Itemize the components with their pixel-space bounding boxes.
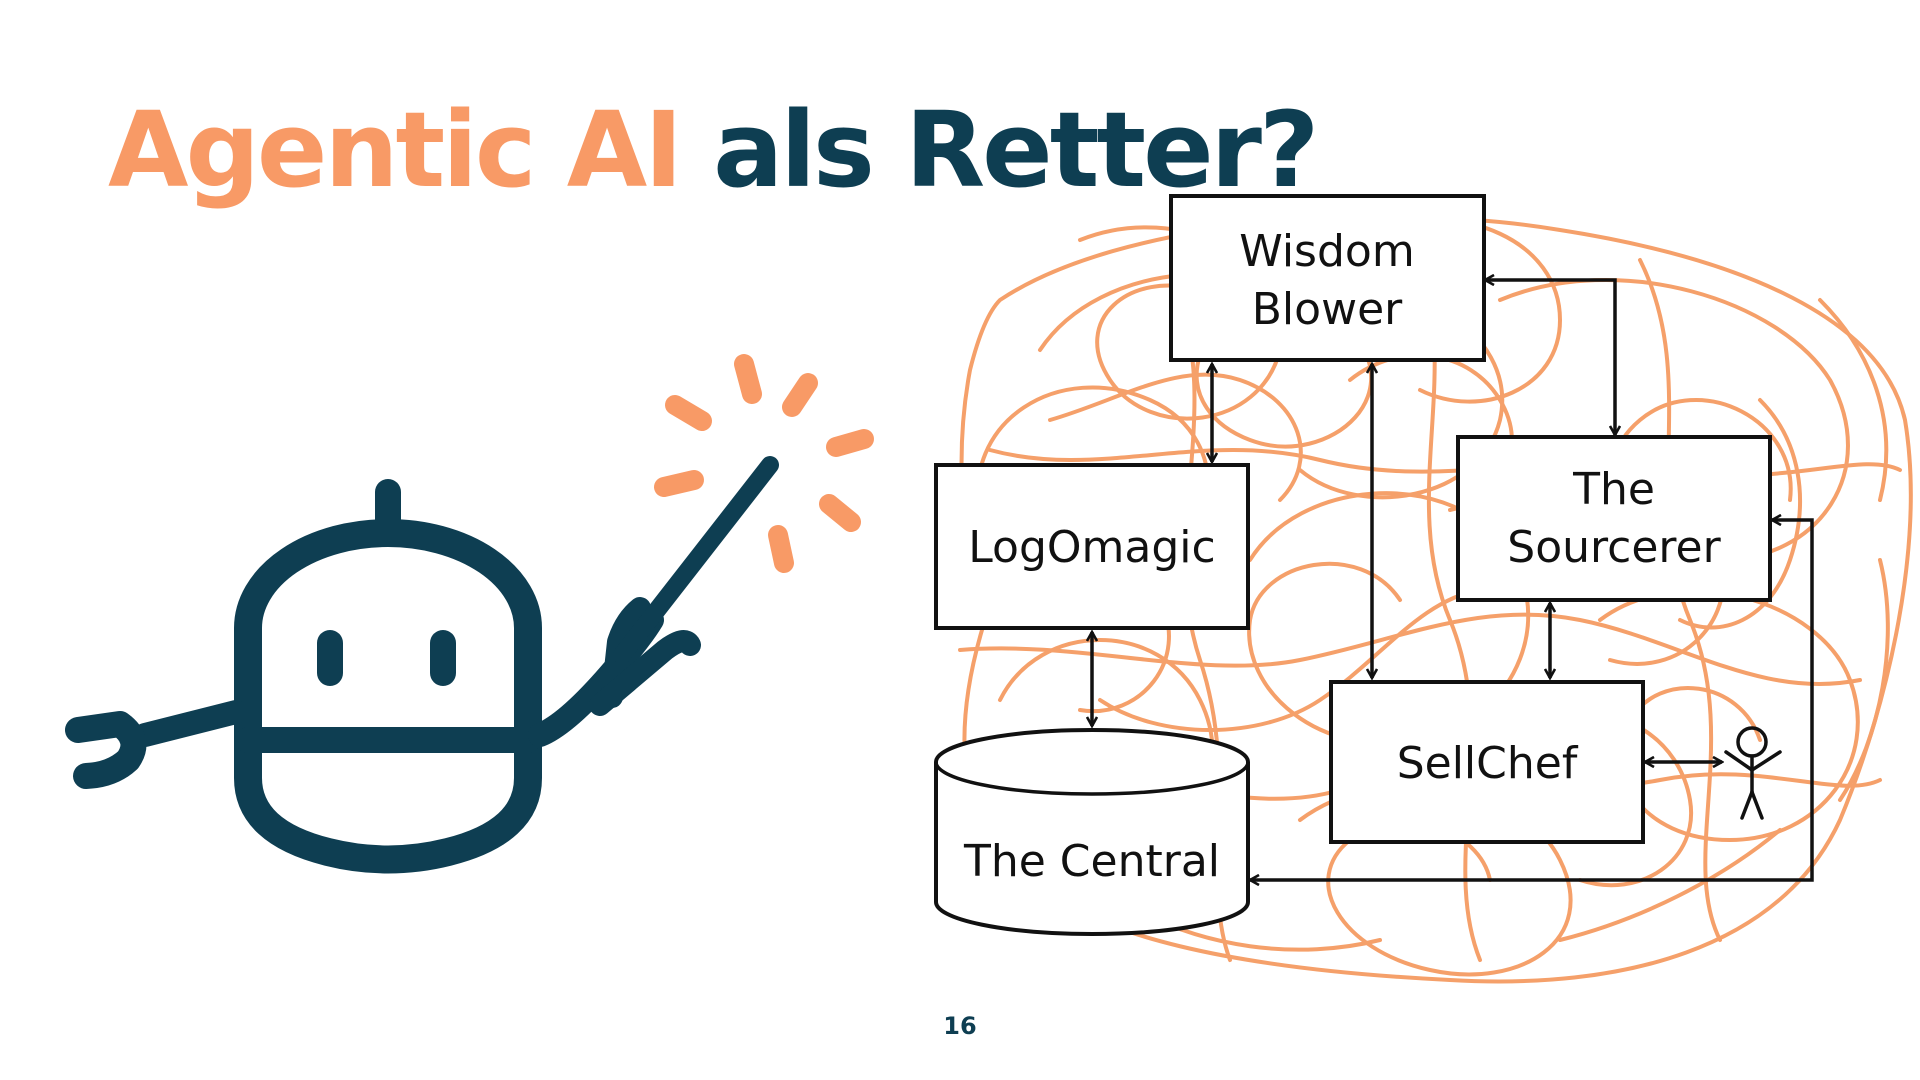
node-the-central-database: The Central <box>936 730 1248 934</box>
page-number: 16 <box>0 1012 1920 1040</box>
node-logomagic: LogOmagic <box>936 465 1248 628</box>
robot-with-magic-wand-icon <box>78 465 770 860</box>
node-label: LogOmagic <box>968 522 1215 573</box>
node-label: The Central <box>963 836 1220 887</box>
node-wisdom-blower: Wisdom Blower <box>1171 196 1484 360</box>
node-label: SellChef <box>1397 738 1579 789</box>
node-label-line-1: Wisdom <box>1239 226 1414 277</box>
node-the-sourcerer: The Sourcerer <box>1458 437 1770 600</box>
node-label-line-1: The <box>1572 464 1655 515</box>
node-box <box>1458 437 1770 600</box>
node-sellchef: SellChef <box>1331 682 1643 842</box>
node-label-line-2: Blower <box>1252 284 1403 335</box>
database-cylinder <box>936 730 1248 934</box>
node-box <box>1171 196 1484 360</box>
node-label-line-2: Sourcerer <box>1507 522 1721 573</box>
